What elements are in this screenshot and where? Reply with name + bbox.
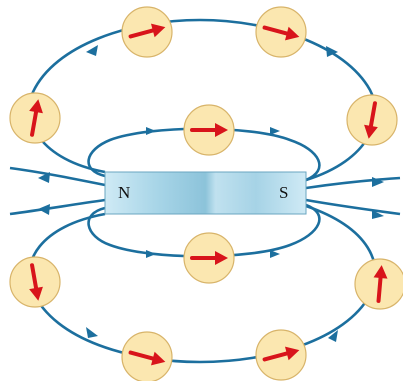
arrow-icon <box>38 172 50 183</box>
south-pole-label: S <box>279 183 288 202</box>
compass-needle-icon <box>128 23 166 39</box>
compass-upper-left-side <box>9 92 61 144</box>
compass-needle-icon <box>190 251 228 265</box>
arrow-icon <box>146 250 156 258</box>
compass-lower-left-bottom <box>121 331 173 381</box>
arrow-icon <box>326 46 338 57</box>
compass-upper-left-top <box>121 6 173 58</box>
compass-needle-icon <box>128 350 166 366</box>
compass-above-magnet <box>183 104 235 156</box>
arrow-icon <box>86 45 98 56</box>
compass-upper-right-top <box>255 6 307 58</box>
compass-needle-icon <box>364 101 378 139</box>
field-line-outer-top <box>28 18 377 182</box>
compass-needle-icon <box>373 265 388 303</box>
compass-needle-icon <box>262 346 300 362</box>
arrow-icon <box>372 210 384 219</box>
compass-below-magnet <box>183 232 235 284</box>
field-line-left-lower <box>9 198 106 216</box>
field-arrows <box>38 45 384 342</box>
compass-needle-icon <box>262 25 300 41</box>
compass-lower-left-side <box>9 256 61 308</box>
compass-needle-icon <box>190 123 228 137</box>
bar-magnet: N S <box>104 171 307 215</box>
compass-lower-right-bottom <box>255 329 307 381</box>
compass-needle-icon <box>29 99 43 137</box>
field-line-left-upper <box>9 166 106 187</box>
compass-lower-right-side <box>354 258 403 310</box>
arrow-icon <box>270 250 280 258</box>
magnet-body <box>104 171 307 215</box>
arrow-icon <box>86 327 98 338</box>
arrow-icon <box>270 127 280 135</box>
arrow-icon <box>372 177 384 187</box>
field-line-right-upper <box>305 176 401 190</box>
compass-needle-icon <box>29 263 43 301</box>
arrow-icon <box>146 127 156 135</box>
arrow-icon <box>328 330 338 342</box>
field-line-right-lower <box>305 198 401 216</box>
arrow-icon <box>38 204 50 215</box>
compass-upper-right-side <box>346 94 398 146</box>
field-line-outer-bottom <box>28 204 377 364</box>
compasses <box>9 6 403 381</box>
north-pole-label: N <box>118 183 130 202</box>
